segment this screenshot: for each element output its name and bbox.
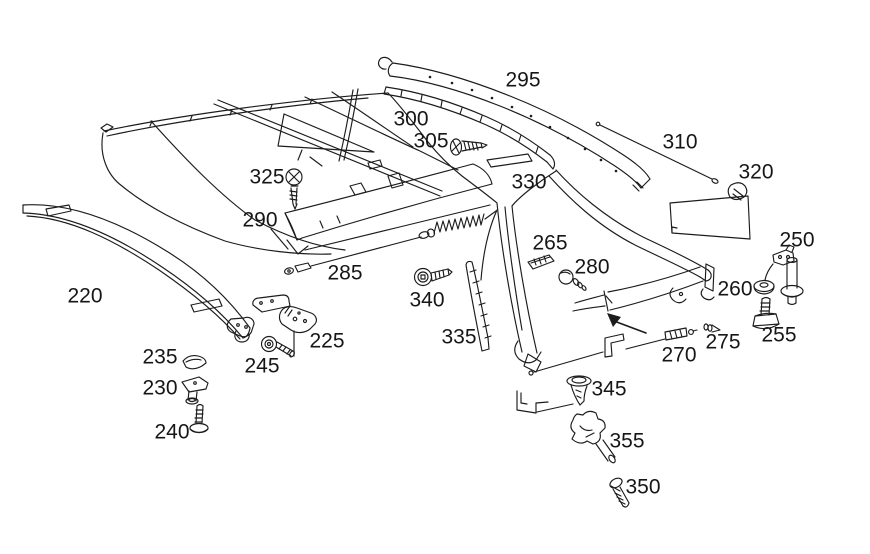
part-label-325[interactable]: 325: [249, 165, 285, 189]
clip-235: [183, 356, 206, 369]
grommet-345: [567, 376, 591, 405]
part-label-290[interactable]: 290: [242, 208, 278, 232]
part-label-345[interactable]: 345: [591, 377, 627, 401]
latch-250: [765, 245, 803, 305]
part-label-220[interactable]: 220: [67, 284, 103, 308]
part-label-270[interactable]: 270: [661, 343, 697, 367]
molding-330: [487, 154, 532, 167]
bolt-350: [608, 476, 629, 507]
part-label-260[interactable]: 260: [717, 277, 753, 301]
center-pillar: [481, 171, 573, 413]
bracket-355: [571, 411, 617, 464]
screw-340: [415, 269, 453, 286]
part-label-230[interactable]: 230: [142, 376, 178, 400]
part-label-320[interactable]: 320: [738, 160, 774, 184]
bolt-245: [262, 337, 296, 358]
part-label-295[interactable]: 295: [505, 68, 541, 92]
bracket-230: [182, 377, 208, 404]
front-flap-220: [23, 205, 254, 342]
screw-305: [451, 139, 488, 155]
panel-outline: [670, 196, 750, 239]
part-label-285[interactable]: 285: [327, 261, 363, 285]
trim-strip-295: [379, 57, 650, 191]
roof-canvas: [101, 89, 497, 254]
rod-310: [596, 122, 719, 184]
part-label-240[interactable]: 240: [154, 420, 190, 444]
rear-bow: [549, 170, 714, 311]
part-label-280[interactable]: 280: [574, 255, 610, 279]
cable-270: [529, 328, 697, 375]
part-label-235[interactable]: 235: [142, 345, 178, 369]
part-label-300[interactable]: 300: [393, 107, 429, 131]
screw-325: [286, 169, 302, 209]
washer-260: [754, 281, 774, 295]
part-label-335[interactable]: 335: [441, 325, 477, 349]
bolt-255: [753, 298, 779, 329]
part-label-330[interactable]: 330: [511, 170, 547, 194]
callout-arrow: [607, 313, 646, 333]
part-label-225[interactable]: 225: [309, 329, 345, 353]
cable-285: [284, 211, 496, 275]
part-label-340[interactable]: 340: [409, 288, 445, 312]
screw-275: [704, 324, 720, 332]
part-label-355[interactable]: 355: [609, 429, 645, 453]
part-label-245[interactable]: 245: [244, 354, 280, 378]
part-label-265[interactable]: 265: [532, 231, 568, 255]
part-label-305[interactable]: 305: [413, 129, 449, 153]
header-panel: [271, 164, 492, 254]
part-label-250[interactable]: 250: [779, 228, 815, 252]
screw-240: [190, 405, 208, 433]
part-label-275[interactable]: 275: [705, 330, 741, 354]
clip-265: [528, 255, 554, 269]
strip-335: [466, 261, 491, 351]
plug-280: [559, 270, 587, 291]
part-label-350[interactable]: 350: [625, 475, 661, 499]
part-label-310[interactable]: 310: [662, 130, 698, 154]
part-label-255[interactable]: 255: [761, 323, 797, 347]
rail-300: [384, 87, 554, 169]
